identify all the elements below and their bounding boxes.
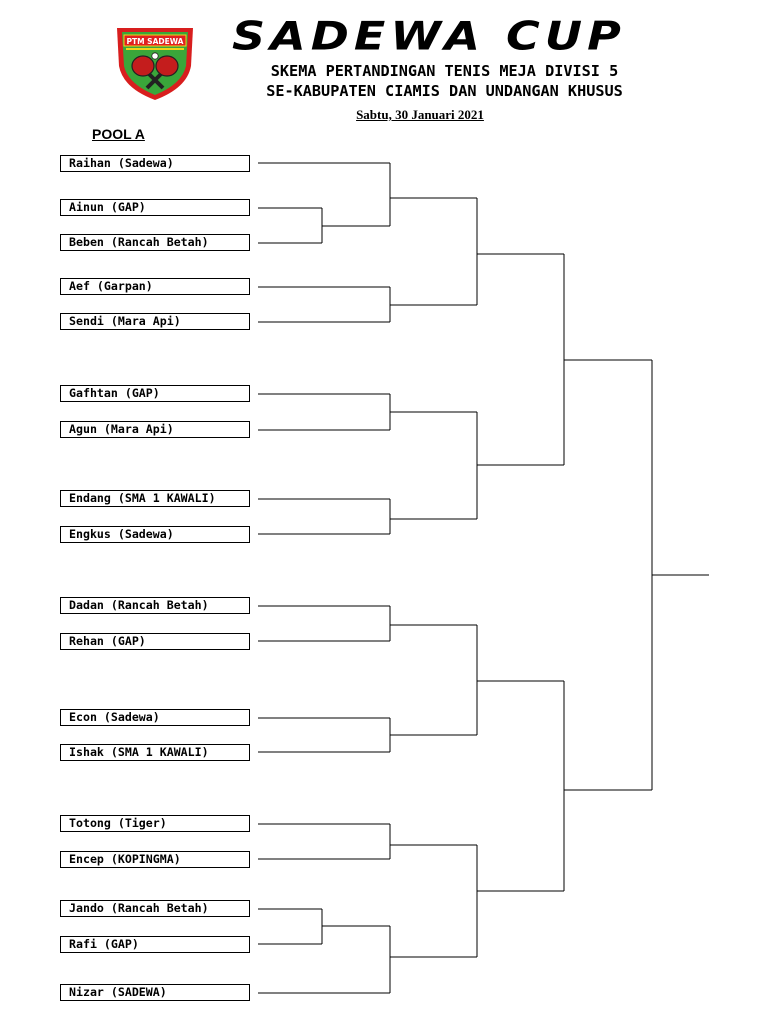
event-date: Sabtu, 30 Januari 2021 <box>356 107 484 122</box>
ptm-sadewa-logo: PTM SADEWA <box>117 28 193 100</box>
player-box-econ: Econ (Sadewa) <box>60 709 250 726</box>
page-title: SADEWA CUP <box>232 12 626 59</box>
player-box-agun: Agun (Mara Api) <box>60 421 250 438</box>
player-box-engkus: Engkus (Sadewa) <box>60 526 250 543</box>
player-box-rafi: Rafi (GAP) <box>60 936 250 953</box>
logo-text: PTM SADEWA <box>127 37 184 46</box>
player-box-nizar: Nizar (SADEWA) <box>60 984 250 1001</box>
player-box-totong: Totong (Tiger) <box>60 815 250 832</box>
page-subtitle-line1: SKEMA PERTANDINGAN TENIS MEJA DIVISI 5 <box>270 62 619 80</box>
player-box-sendi: Sendi (Mara Api) <box>60 313 250 330</box>
player-box-jando: Jando (Rancah Betah) <box>60 900 250 917</box>
player-box-ishak: Ishak (SMA 1 KAWALI) <box>60 744 250 761</box>
player-box-beben: Beben (Rancah Betah) <box>60 234 250 251</box>
player-box-ainun: Ainun (GAP) <box>60 199 250 216</box>
player-box-encep: Encep (KOPINGMA) <box>60 851 250 868</box>
pool-label: POOL A <box>92 126 145 142</box>
player-box-dadan: Dadan (Rancah Betah) <box>60 597 250 614</box>
player-box-endang: Endang (SMA 1 KAWALI) <box>60 490 250 507</box>
player-box-gafhtan: Gafhtan (GAP) <box>60 385 250 402</box>
page-subtitle-line2: SE-KABUPATEN CIAMIS DAN UNDANGAN KHUSUS <box>266 82 623 100</box>
player-box-rehan: Rehan (GAP) <box>60 633 250 650</box>
player-box-raihan: Raihan (Sadewa) <box>60 155 250 172</box>
player-box-aef: Aef (Garpan) <box>60 278 250 295</box>
